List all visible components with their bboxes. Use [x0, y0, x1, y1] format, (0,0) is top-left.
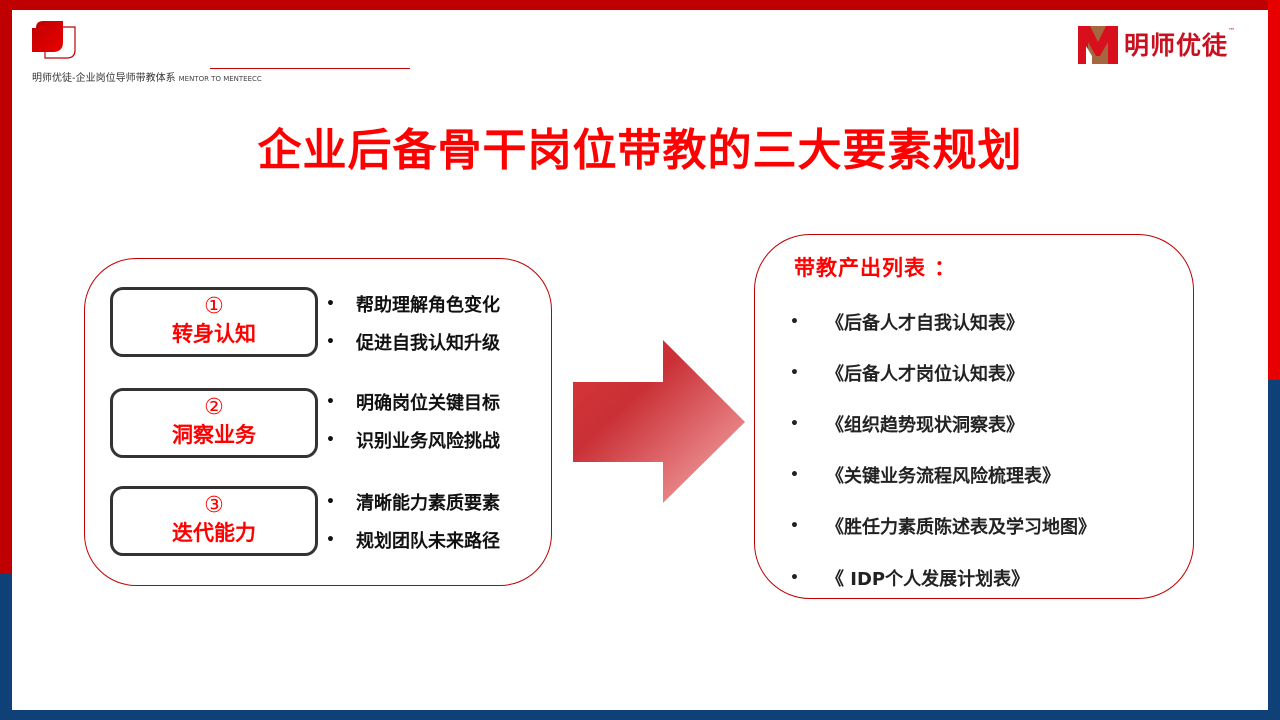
factor-number: ③ — [204, 493, 224, 518]
output-text: 《组织趋势现状洞察表》 — [826, 414, 1024, 436]
factor-number: ② — [204, 395, 224, 420]
point-text: 规划团队未来路径 — [356, 531, 500, 552]
brand-name: 明师优徒 — [1124, 31, 1229, 60]
bullet-icon: • — [326, 532, 335, 548]
list-item: • 《组织趋势现状洞察表》 — [790, 398, 1096, 449]
list-item: • 明确岗位关键目标 — [326, 383, 500, 421]
bullet-icon: • — [326, 394, 335, 410]
factor-name: 迭代能力 — [172, 521, 256, 545]
factor-points-1: • 帮助理解角色变化 • 促进自我认知升级 — [326, 285, 500, 361]
point-text: 清晰能力素质要素 — [356, 493, 500, 514]
factor-name: 转身认知 — [172, 322, 256, 346]
list-item: • 促进自我认知升级 — [326, 323, 500, 361]
right-arrow-icon — [573, 340, 745, 503]
list-item: • 《后备人才岗位认知表》 — [790, 347, 1096, 398]
output-text: 《关键业务流程风险梳理表》 — [826, 466, 1060, 488]
point-text: 促进自我认知升级 — [356, 333, 500, 354]
bullet-icon: • — [326, 432, 335, 448]
factors-panel — [84, 258, 552, 586]
frame-right-red-band — [1268, 0, 1280, 382]
factor-box-1: ① 转身认知 — [110, 287, 318, 357]
outputs-panel — [754, 234, 1194, 599]
frame-bottom-band — [0, 710, 1280, 720]
bullet-icon: • — [790, 415, 799, 432]
bullet-icon: • — [790, 467, 799, 484]
header-divider — [210, 68, 410, 69]
bullet-icon: • — [326, 334, 335, 350]
output-text: 《后备人才岗位认知表》 — [826, 363, 1024, 385]
factor-name: 洞察业务 — [172, 423, 256, 447]
bullet-icon: • — [790, 364, 799, 381]
list-item: • 识别业务风险挑战 — [326, 421, 500, 459]
brand-trademark: ™ — [1228, 27, 1236, 35]
frame-left-blue-band — [0, 574, 12, 720]
bullet-icon: • — [326, 296, 335, 312]
outputs-list: • 《后备人才自我认知表》 • 《后备人才岗位认知表》 • 《组织趋势现状洞察表》 •… — [790, 296, 1096, 603]
point-text: 识别业务风险挑战 — [356, 431, 500, 452]
list-item: • 《后备人才自我认知表》 — [790, 296, 1096, 347]
factor-number: ① — [204, 294, 224, 319]
frame-top-band — [0, 0, 1280, 10]
outputs-title: 带教产出列表 ： — [794, 256, 957, 280]
output-text: 《 IDP个人发展计划表》 — [826, 568, 1030, 590]
output-text: 《胜任力素质陈述表及学习地图》 — [826, 517, 1096, 539]
list-item: • 清晰能力素质要素 — [326, 483, 500, 521]
list-item: • 《 IDP个人发展计划表》 — [790, 552, 1096, 603]
frame-right-blue-band — [1268, 380, 1280, 720]
subtitle-en: MENTOR TO MENTEECC — [178, 75, 262, 83]
frame-left-red-band — [0, 0, 12, 577]
factor-box-3: ③ 迭代能力 — [110, 486, 318, 556]
list-item: • 帮助理解角色变化 — [326, 285, 500, 323]
bullet-icon: • — [790, 313, 799, 330]
corner-logo-icon — [32, 21, 76, 59]
list-item: • 《胜任力素质陈述表及学习地图》 — [790, 501, 1096, 552]
point-text: 明确岗位关键目标 — [356, 393, 500, 414]
subtitle-cn: 明师优徒-企业岗位导师带教体系 — [32, 73, 176, 84]
bullet-icon: • — [790, 518, 799, 535]
factor-points-2: • 明确岗位关键目标 • 识别业务风险挑战 — [326, 383, 500, 459]
brand-m-icon — [1078, 26, 1118, 64]
brand-logo: 明师优徒 ™ — [1078, 24, 1235, 64]
list-item: • 《关键业务流程风险梳理表》 — [790, 450, 1096, 501]
list-item: • 规划团队未来路径 — [326, 521, 500, 559]
output-text: 《后备人才自我认知表》 — [826, 312, 1024, 334]
factor-points-3: • 清晰能力素质要素 • 规划团队未来路径 — [326, 483, 500, 559]
bullet-icon: • — [326, 494, 335, 510]
point-text: 帮助理解角色变化 — [356, 295, 500, 316]
bullet-icon: • — [790, 569, 799, 586]
factor-box-2: ② 洞察业务 — [110, 388, 318, 458]
page-title: 企业后备骨干岗位带教的三大要素规划 — [257, 125, 1023, 176]
